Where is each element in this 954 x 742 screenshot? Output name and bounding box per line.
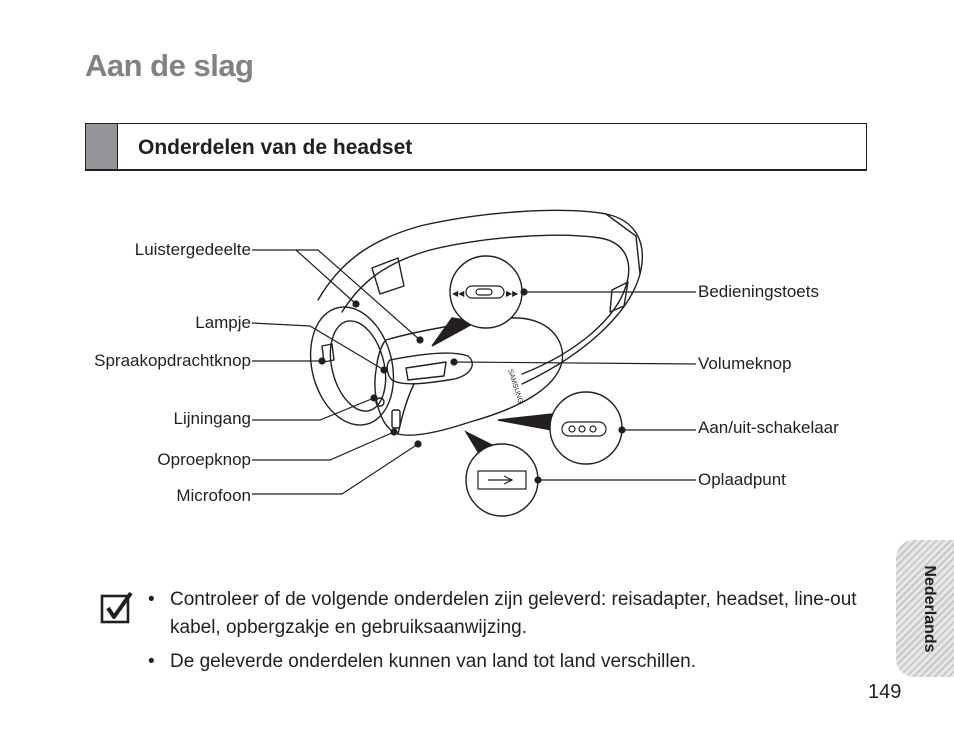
- hinge-right: [609, 281, 629, 313]
- page-number: 149: [868, 681, 902, 703]
- brand-logo: SAMSUNG: [506, 368, 524, 404]
- note-item: • Controleer of de volgende onderdelen z…: [148, 586, 868, 642]
- language-tab-label: Nederlands: [921, 565, 938, 653]
- label-oplaadpunt: Oplaadpunt: [698, 470, 786, 489]
- next-track-icon: ▶▶: [506, 289, 519, 298]
- label-volumeknop: Volumeknop: [698, 354, 792, 373]
- prev-track-icon: ◀◀: [452, 289, 465, 298]
- label-oproepknop: Oproepknop: [157, 450, 251, 469]
- note-text: Controleer of de volgende onderdelen zij…: [170, 589, 857, 638]
- notes-list: • Controleer of de volgende onderdelen z…: [148, 586, 868, 682]
- note-item: • De geleverde onderdelen kunnen van lan…: [148, 648, 868, 676]
- label-spraakopdrachtknop: Spraakopdrachtknop: [94, 351, 251, 370]
- mic-port: [391, 409, 401, 429]
- label-aan-uit-schakelaar: Aan/uit-schakelaar: [698, 418, 839, 437]
- label-lampje: Lampje: [195, 313, 251, 332]
- ear-cushion-outer: [309, 306, 395, 426]
- label-bedieningstoets: Bedieningstoets: [698, 282, 819, 301]
- bullet-dot: •: [148, 651, 155, 672]
- section-title: Onderdelen van de headset: [138, 136, 413, 159]
- section-header-tab: [86, 124, 118, 169]
- button-small: [321, 343, 335, 363]
- power-switch-icon: [561, 421, 607, 437]
- language-tab: [896, 540, 954, 677]
- label-microfoon: Microfoon: [176, 486, 251, 505]
- ear-cushion-inner: [329, 320, 387, 412]
- bullet-dot: •: [148, 589, 155, 610]
- hinge: [371, 257, 405, 295]
- line-in-jack: [375, 397, 385, 407]
- checkbox-icon: [100, 591, 133, 624]
- section-header: Onderdelen van de headset: [85, 123, 867, 171]
- earcup-rim: [397, 383, 415, 435]
- headband-side: [605, 213, 641, 275]
- usb-port-icon: [477, 470, 527, 490]
- label-lijningang: Lijningang: [173, 409, 251, 428]
- playback-control: [465, 285, 505, 299]
- bubble-pointer-mid: [497, 413, 553, 431]
- page-title: Aan de slag: [85, 48, 254, 83]
- headband-inner: [341, 234, 630, 375]
- volume-rocker: [405, 361, 447, 381]
- control-panel: [386, 352, 473, 385]
- label-luistergedeelte: Luistergedeelte: [134, 240, 251, 259]
- callout-aan-uit: [549, 391, 623, 465]
- note-text: De geleverde onderdelen kunnen van land …: [170, 651, 697, 672]
